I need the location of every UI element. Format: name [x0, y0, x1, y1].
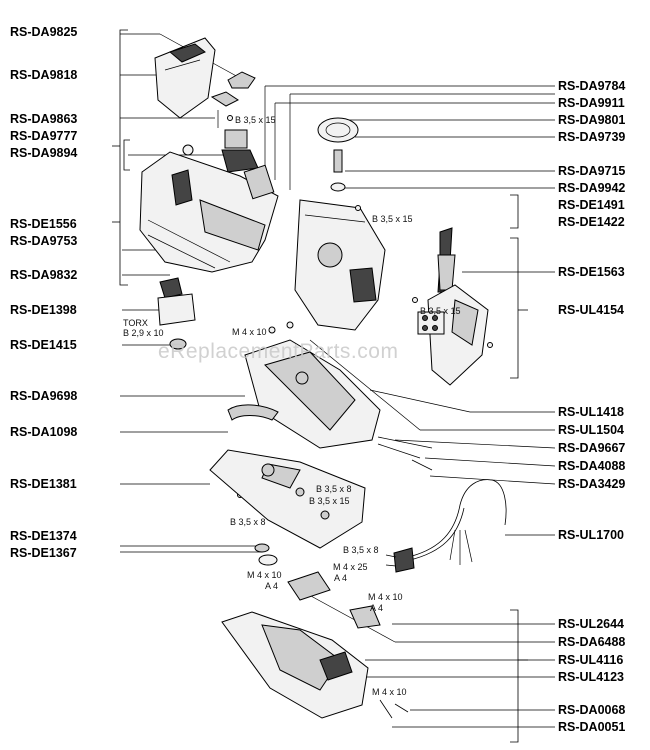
bottom-small-parts: [379, 699, 409, 719]
top-cover-part: [154, 37, 216, 119]
screw-note: M 4 x 10: [368, 592, 403, 602]
part-label-rs-de1491[interactable]: RS-DE1491: [558, 198, 625, 212]
part-label-rs-ul1418[interactable]: RS-UL1418: [558, 405, 624, 419]
power-cord-part: [385, 479, 507, 573]
part-label-rs-da0051[interactable]: RS-DA0051: [558, 720, 626, 734]
part-label-rs-de1367[interactable]: RS-DE1367: [10, 546, 77, 560]
part-label-rs-da0068[interactable]: RS-DA0068: [558, 703, 626, 717]
thermo-bracket-part: [287, 571, 381, 629]
thermostat-knob-part: [437, 227, 456, 293]
part-label-rs-da6488[interactable]: RS-DA6488: [558, 635, 626, 649]
part-label-rs-da9942[interactable]: RS-DA9942: [558, 181, 626, 195]
part-label-rs-de1422[interactable]: RS-DE1422: [558, 215, 625, 229]
part-label-rs-da4088[interactable]: RS-DA4088: [558, 459, 626, 473]
part-label-rs-de1381[interactable]: RS-DE1381: [10, 477, 77, 491]
part-label-rs-da3429[interactable]: RS-DA3429: [558, 477, 626, 491]
screw-note: B 3,5 x 8: [230, 517, 266, 527]
watermark: eReplacementParts.com: [158, 340, 399, 363]
part-label-rs-ul4116[interactable]: RS-UL4116: [558, 653, 624, 667]
screw-note: TORX: [123, 318, 148, 328]
part-label-rs-de1374[interactable]: RS-DE1374: [10, 529, 77, 543]
screw-note: B 3,5 x 8: [316, 484, 352, 494]
part-label-rs-ul1504[interactable]: RS-UL1504: [558, 423, 624, 437]
part-label-rs-da9698[interactable]: RS-DA9698: [10, 389, 78, 403]
screw-note: A 4: [265, 581, 279, 591]
wire-links: [377, 436, 433, 471]
dial-stack-part: [317, 117, 359, 192]
part-label-rs-da9911[interactable]: RS-DA9911: [558, 96, 625, 110]
screw-note: A 4: [334, 573, 348, 583]
part-label-rs-de1563[interactable]: RS-DE1563: [558, 265, 625, 279]
screw-note: B 2,9 x 10: [123, 328, 164, 338]
right-brackets: [510, 194, 528, 743]
screw-note: M 4 x 10: [247, 570, 282, 580]
part-label-rs-da9863[interactable]: RS-DA9863: [10, 112, 78, 126]
screw-note: B 3,5 x 15: [235, 115, 276, 125]
screw-note: B 3,5 x 8: [343, 545, 379, 555]
screw-note: B 3,5 x 15: [372, 214, 413, 224]
screw-note: B 3,5 x 15: [309, 496, 350, 506]
screw-note: M 4 x 10: [372, 687, 407, 697]
part-label-rs-da9832[interactable]: RS-DA9832: [10, 268, 78, 282]
screw-note: M 4 x 25: [333, 562, 368, 572]
part-label-rs-da9894[interactable]: RS-DA9894: [10, 146, 78, 160]
part-label-rs-de1398[interactable]: RS-DE1398: [10, 303, 77, 317]
part-label-rs-da9784[interactable]: RS-DA9784: [558, 79, 626, 93]
part-label-rs-de1556[interactable]: RS-DE1556: [10, 217, 77, 231]
part-label-rs-da1098[interactable]: RS-DA1098: [10, 425, 78, 439]
temperature-switch-part: [157, 277, 196, 350]
soleplate-part: [221, 611, 369, 719]
screw-note: A 4: [370, 603, 384, 613]
part-label-rs-da9777[interactable]: RS-DA9777: [10, 129, 78, 143]
part-label-rs-da9818[interactable]: RS-DA9818: [10, 68, 78, 82]
part-label-rs-ul2644[interactable]: RS-UL2644: [558, 617, 624, 631]
part-label-rs-da9753[interactable]: RS-DA9753: [10, 234, 78, 248]
part-label-rs-ul4154[interactable]: RS-UL4154: [558, 303, 624, 317]
cable-clip-part: [227, 404, 279, 421]
part-label-rs-da9667[interactable]: RS-DA9667: [558, 441, 626, 455]
part-label-rs-ul1700[interactable]: RS-UL1700: [558, 528, 624, 542]
screw-note: B 3,5 x 15: [420, 306, 461, 316]
heat-plate-part: [209, 449, 366, 549]
screw-note: M 4 x 10: [232, 327, 267, 337]
back-shell-part: [427, 284, 489, 386]
rear-housing-part: [294, 199, 386, 331]
left-brackets: [112, 29, 130, 286]
part-label-rs-da9739[interactable]: RS-DA9739: [558, 130, 626, 144]
terminal-block-part: [417, 311, 445, 335]
part-label-rs-de1415[interactable]: RS-DE1415: [10, 338, 77, 352]
right-leader-lines: [264, 85, 556, 728]
handle-body-part: [139, 151, 279, 273]
iron-shell-part: [244, 339, 381, 449]
gasket-parts: [254, 543, 278, 566]
valve-assembly-part: [182, 110, 259, 173]
clip-part: [210, 71, 256, 107]
part-label-rs-ul4123[interactable]: RS-UL4123: [558, 670, 624, 684]
part-label-rs-da9715[interactable]: RS-DA9715: [558, 164, 626, 178]
part-label-rs-da9801[interactable]: RS-DA9801: [558, 113, 626, 127]
part-label-rs-da9825[interactable]: RS-DA9825: [10, 25, 78, 39]
